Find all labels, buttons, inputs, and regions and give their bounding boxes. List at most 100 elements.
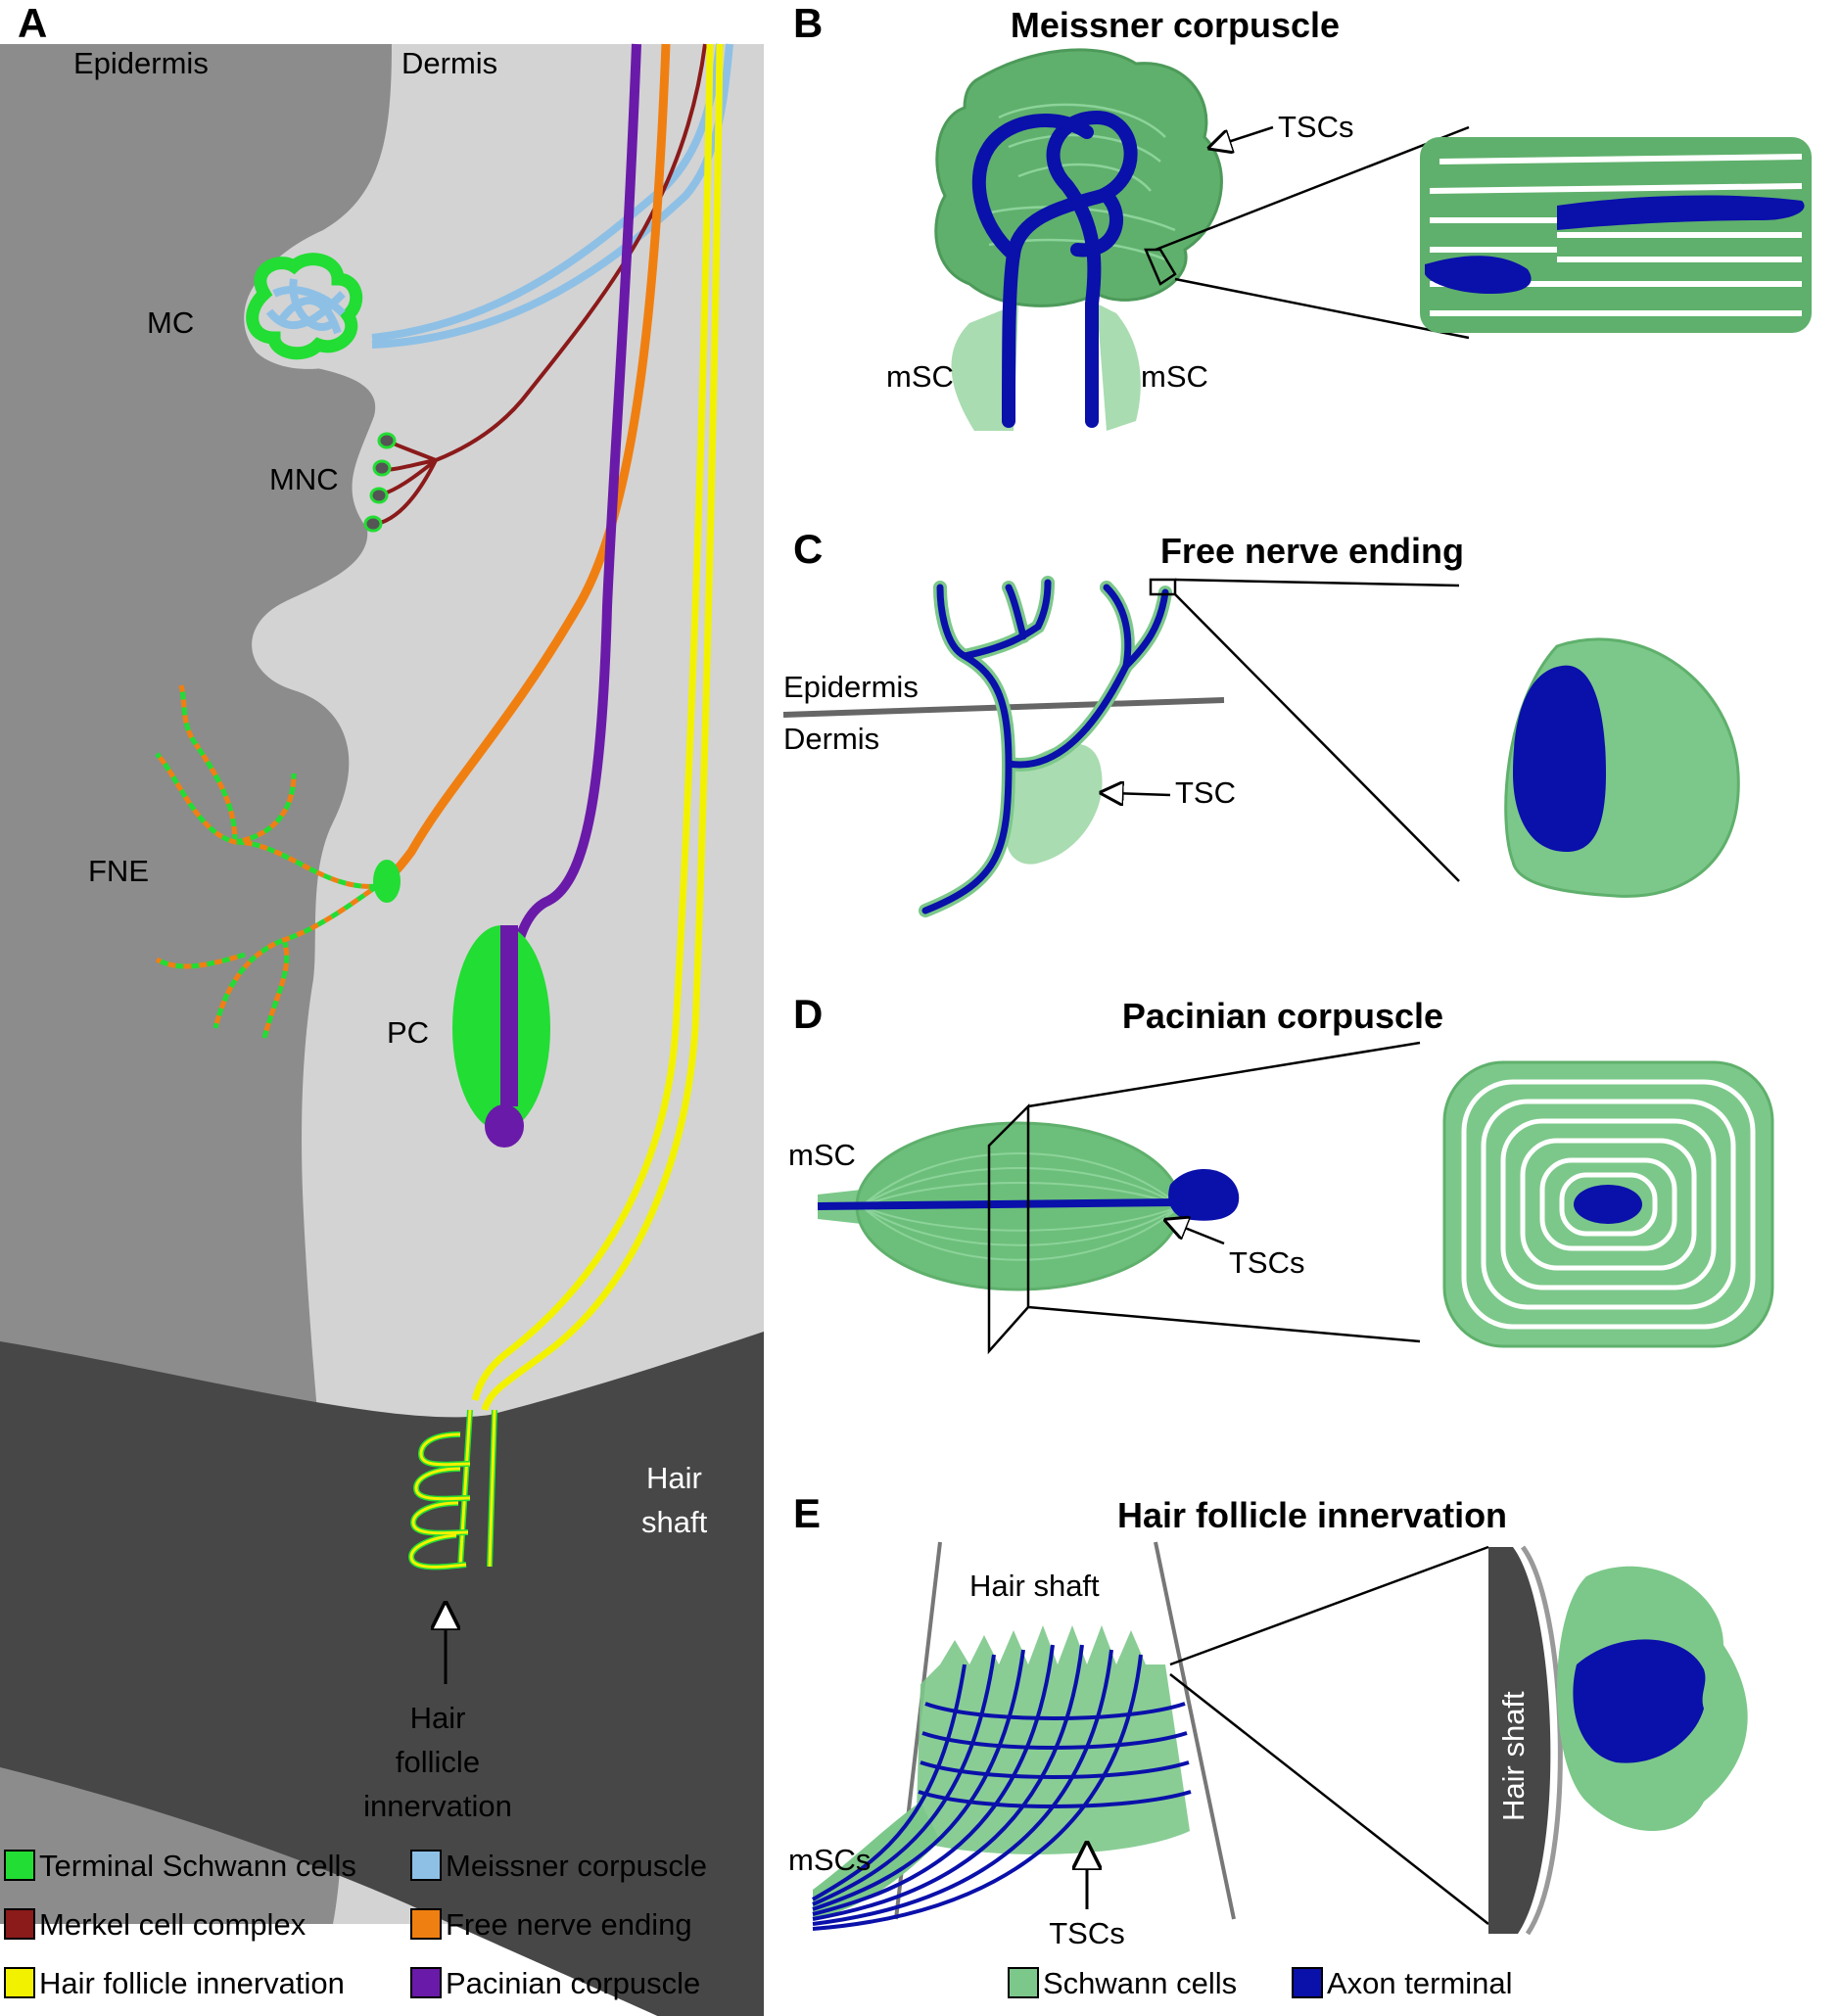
- tsc-label-c: TSC: [1175, 775, 1236, 810]
- msc-right: [1097, 304, 1141, 431]
- legend-item: Pacinian corpuscle: [410, 1966, 700, 2000]
- tscs-label-b: TSCs: [1278, 110, 1354, 144]
- tscs-label-e: TSCs: [1049, 1916, 1125, 1950]
- hfi-zoom-axon: [1573, 1639, 1706, 1763]
- legend-swatch: [1008, 1967, 1039, 1998]
- legend-label: Free nerve ending: [446, 1907, 692, 1942]
- hair-shaft-label-2: shaft: [641, 1505, 708, 1539]
- zoom-lines-d: [987, 1041, 1421, 1355]
- panel-b-title: Meissner corpuscle: [1011, 5, 1340, 45]
- legend-label: Merkel cell complex: [39, 1907, 307, 1942]
- merkel-cells: [363, 432, 397, 533]
- pc-lamellae: [861, 1152, 1181, 1261]
- panel-c-letter: C: [793, 526, 823, 572]
- tsc-arrow-c: [1111, 793, 1171, 795]
- pc-axon-d: [817, 1198, 1176, 1210]
- fne-branches: [155, 684, 379, 1039]
- hair-shaft-zoom-edge: [1520, 1545, 1563, 1936]
- legend-item: Schwann cells: [1008, 1966, 1237, 2000]
- panel-a-letter: A: [18, 0, 47, 46]
- legend-swatch: [4, 1967, 35, 1998]
- panel-b: B Meissner corpuscle: [793, 0, 1812, 431]
- hair-fiber-2: [471, 43, 714, 1401]
- legend-label: Meissner corpuscle: [446, 1849, 707, 1883]
- tscs-arrow-d: [1175, 1224, 1225, 1245]
- fne-fiber: [374, 43, 671, 891]
- panel-e: E Hair follicle innervation: [788, 1490, 1748, 1950]
- mnc-label: MNC: [269, 462, 339, 496]
- tscs-label-d: TSCs: [1229, 1245, 1305, 1280]
- fne-label: FNE: [88, 854, 149, 888]
- pc-bulb: [485, 1104, 524, 1148]
- pc-label: PC: [387, 1015, 429, 1050]
- hair-shaft: [0, 1332, 764, 2016]
- panel-d: D Pacinian corpuscle: [788, 991, 1774, 1355]
- msc-left: [951, 304, 1018, 431]
- legend-item: Merkel cell complex: [4, 1907, 307, 1942]
- legend-a: Terminal Schwann cells Meissner corpuscl…: [4, 1849, 707, 2000]
- meissner-zoom: [1420, 137, 1812, 333]
- pc-zoom-axon: [1574, 1185, 1642, 1224]
- fne-branches-orange: [155, 684, 379, 1039]
- hfi-schwann: [916, 1625, 1190, 1854]
- epidermis-label-c: Epidermis: [783, 670, 919, 704]
- hfi-label-1: Hair: [410, 1701, 466, 1735]
- epidermis-label: Epidermis: [73, 46, 209, 80]
- hair-shaft-edge-right: [1154, 1541, 1236, 1920]
- panel-e-title: Hair follicle innervation: [1117, 1495, 1507, 1535]
- legend-item: Terminal Schwann cells: [4, 1849, 356, 1883]
- legend-swatch: [410, 1908, 442, 1940]
- legend-swatch: [410, 1850, 442, 1881]
- legend-swatch: [4, 1850, 35, 1881]
- legend-label: Schwann cells: [1043, 1966, 1237, 2000]
- panel-e-letter: E: [793, 1490, 821, 1536]
- zoom-lines-e: [1169, 1545, 1489, 1925]
- panel-d-letter: D: [793, 991, 823, 1037]
- legend-label: Axon terminal: [1327, 1966, 1513, 2000]
- hair-fiber-1: [481, 43, 724, 1412]
- pacinian-fiber: [504, 43, 641, 1126]
- meissner-axon-zoom-1: [1557, 195, 1805, 230]
- hfi-label-3: innervation: [363, 1789, 512, 1823]
- hair-lanceolate: [407, 1409, 497, 1571]
- hfi-label-2: follicle: [396, 1745, 480, 1779]
- meissner-axon-zoom-2: [1425, 256, 1532, 294]
- meissner-axon: [971, 110, 1138, 428]
- dermis-label: Dermis: [401, 46, 497, 80]
- panel-c-title: Free nerve ending: [1160, 531, 1464, 571]
- zoom-lines-b: [1144, 125, 1470, 340]
- hair-shaft-zoom: [1488, 1547, 1551, 1934]
- msc-label-d: mSC: [788, 1138, 856, 1172]
- fne-schwann: [373, 860, 401, 903]
- fne-zoom-axon: [1513, 665, 1606, 852]
- panel-d-title: Pacinian corpuscle: [1122, 996, 1443, 1036]
- msc-left-label: mSC: [886, 359, 954, 394]
- legend-swatch: [4, 1908, 35, 1940]
- panel-a: A Epidermis Dermis MC MNC FNE PC Hair sh…: [0, 0, 764, 2016]
- legend-item: Hair follicle innervation: [4, 1966, 345, 2000]
- tscs-arrow-b: [1219, 125, 1274, 145]
- pc-zoom: [1442, 1060, 1774, 1348]
- mc-tangle: [265, 278, 346, 335]
- pc-bulb-d: [1168, 1168, 1240, 1221]
- legend-e: Schwann cells Axon terminal: [1008, 1966, 1513, 2000]
- legend-label: Terminal Schwann cells: [39, 1849, 356, 1883]
- hair-shaft-label-1: Hair: [646, 1461, 702, 1495]
- mscs-label-e: mSCs: [788, 1843, 871, 1877]
- legend-label: Pacinian corpuscle: [446, 1966, 700, 2000]
- legend-item: Free nerve ending: [410, 1907, 692, 1942]
- mc-schwann: [246, 253, 363, 360]
- msc-right-label: mSC: [1141, 359, 1208, 394]
- tsc-c: [1006, 743, 1103, 865]
- panel-c: C Free nerve ending: [782, 526, 1740, 917]
- hfi-rings: [918, 1702, 1192, 1808]
- panel-b-letter: B: [793, 0, 823, 46]
- legend-swatch: [410, 1967, 442, 1998]
- dermis-label-c: Dermis: [783, 722, 879, 756]
- legend-swatch: [1292, 1967, 1323, 1998]
- zoom-lines-c: [1149, 578, 1460, 882]
- hair-shaft-label-e: Hair shaft: [969, 1569, 1100, 1603]
- legend-item: Axon terminal: [1292, 1966, 1513, 2000]
